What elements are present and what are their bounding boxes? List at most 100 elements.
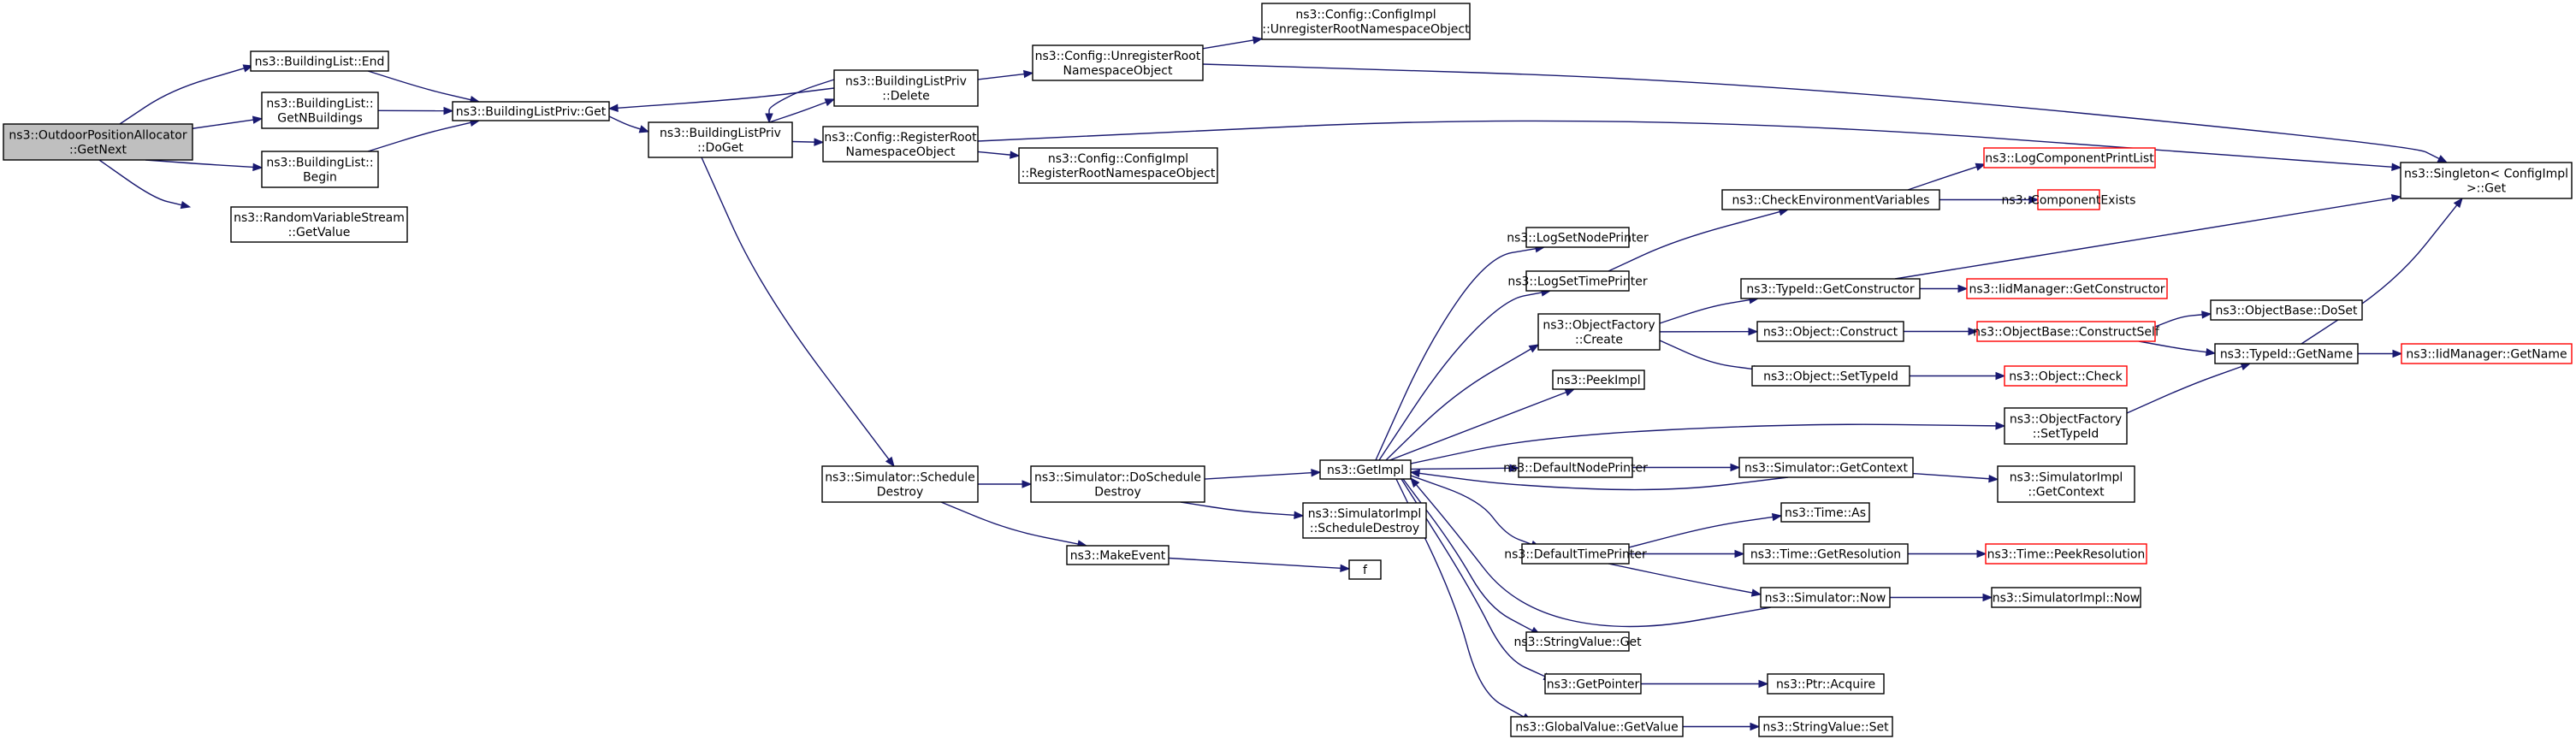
node-singleton-get[interactable]: ns3::Singleton< ConfigImpl>::Get [2400,162,2573,199]
arrowhead-icon [1340,564,1351,573]
call-edge-default_time-to-sim_now [1608,563,1762,597]
node-blp-get[interactable]: ns3::BuildingListPriv::Get [452,101,610,121]
node-box [1758,716,1893,737]
node-sim-getctx[interactable]: ns3::Simulator::GetContext [1738,457,1914,478]
node-gv-getvalue[interactable]: ns3::GlobalValue::GetValue [1510,716,1684,737]
node-obj-check[interactable]: ns3::Object::Check [2004,365,2128,387]
node-box [1966,278,2168,299]
arrowhead-icon [2437,155,2449,163]
node-check-env[interactable]: ns3::CheckEnvironmentVariables [1721,189,1940,210]
call-edge-time_getres-to-time_peekres [1908,549,1987,559]
node-iid-getctor[interactable]: ns3::IidManager::GetConstructor [1966,278,2168,299]
node-time-getres[interactable]: ns3::Time::GetResolution [1743,543,1909,565]
node-sim-sched[interactable]: ns3::Simulator::ScheduleDestroy [821,465,979,503]
node-comp-exists[interactable]: ns3::ComponentExists [2002,189,2136,210]
node-label: ns3::Object::Check [2009,370,2123,384]
arrowhead-icon [443,106,454,115]
node-default-time[interactable]: ns3::DefaultTimePrinter [1504,543,1647,565]
node-typeid-getname[interactable]: ns3::TypeId::GetName [2214,343,2359,364]
node-bl-getn[interactable]: ns3::BuildingList::GetNBuildings [261,92,379,129]
node-simimpl-sched[interactable]: ns3::SimulatorImpl::ScheduleDestroy [1302,502,1427,539]
node-objbase-doset[interactable]: ns3::ObjectBase::DoSet [2210,299,2363,321]
node-logset-node[interactable]: ns3::LogSetNodePrinter [1507,227,1649,248]
call-edge-of_settypeid-to-typeid_getname [2126,363,2252,414]
node-bl-begin[interactable]: ns3::BuildingList::Begin [261,151,379,188]
node-simimpl-getctx[interactable]: ns3::SimulatorImpl::GetContext [1997,465,2135,503]
node-box [1976,321,2156,342]
node-time-as[interactable]: ns3::Time::As [1780,502,1870,523]
edge-line [98,159,182,206]
node-label: ns3::Config::RegisterRoot [824,131,977,145]
edge-line [1608,563,1753,594]
node-simimpl-now[interactable]: ns3::SimulatorImpl::Now [1991,587,2141,608]
call-edge-blp_delete-to-blp_get [607,87,835,112]
node-root[interactable]: ns3::OutdoorPositionAllocator::GetNext [3,123,193,161]
call-edge-check_env-to-comp_exists [1939,195,2040,204]
node-label: ns3::MakeEvent [1070,549,1166,563]
node-box [1985,543,2147,565]
call-edge-check_env-to-logcomp_print [1907,163,1987,191]
call-nodes: ns3::OutdoorPositionAllocator::GetNextns… [3,3,2573,737]
node-label: ns3::ObjectFactory [2010,413,2122,427]
arrowhead-icon [1010,151,1021,159]
node-box [2400,162,2573,199]
edge-line [1375,247,1537,461]
node-time-peekres[interactable]: ns3::Time::PeekResolution [1985,543,2147,565]
node-peekimpl[interactable]: ns3::PeekImpl [1552,370,1645,390]
node-getpointer[interactable]: ns3::GetPointer [1544,673,1642,695]
node-box [1525,631,1630,652]
call-edge-root-to-bl_begin [145,159,264,172]
arrowhead-icon [1975,163,1987,171]
node-strval-get[interactable]: ns3::StringValue::Get [1513,631,1642,652]
node-objbase-cself[interactable]: ns3::ObjectBase::ConstructSelf [1973,321,2160,342]
node-sim-now[interactable]: ns3::Simulator::Now [1760,587,1891,608]
node-cfg-reg[interactable]: ns3::Config::RegisterRootNamespaceObject [822,126,979,163]
node-obj-construct[interactable]: ns3::Object::Construct [1756,321,1904,342]
edge-line [701,157,890,460]
call-edge-cfg_unreg-to-singleton_get [1202,63,2449,163]
edge-line [1907,166,1977,191]
node-box [1018,147,1218,184]
call-edge-getimpl-to-default_node [1410,464,1520,473]
edge-line [791,140,815,143]
node-label: ns3::SimulatorImpl [2010,471,2123,485]
node-logcomp-print[interactable]: ns3::LogComponentPrintList [1983,147,2156,169]
node-box [1525,227,1630,248]
node-bl-end[interactable]: ns3::BuildingList::End [250,50,389,72]
call-edge-bl_begin-to-blp_get [367,118,481,152]
arrowhead-icon [607,103,619,112]
node-cfgimpl-reg[interactable]: ns3::Config::ConfigImpl::RegisterRootNam… [1018,147,1218,184]
node-label: ns3::GetImpl [1327,464,1404,477]
node-blp-delete[interactable]: ns3::BuildingListPriv::Delete [833,69,979,107]
call-edge-bl_end-to-blp_get [367,70,481,104]
node-iid-getname[interactable]: ns3::IidManager::GetName [2401,343,2573,364]
node-box [1780,502,1870,523]
call-edge-obj_construct-to-objbase_cself [1904,327,1979,336]
node-rvs-get[interactable]: ns3::RandomVariableStream::GetValue [230,206,408,243]
node-cfg-unreg[interactable]: ns3::Config::UnregisterRootNamespaceObje… [1032,44,1204,81]
arrowhead-icon [2392,349,2403,358]
node-strval-set[interactable]: ns3::StringValue::Set [1758,716,1893,737]
node-of-create[interactable]: ns3::ObjectFactory::Create [1537,313,1661,351]
node-default-node[interactable]: ns3::DefaultNodePrinter [1503,457,1648,478]
node-obj-settypeid[interactable]: ns3::Object::SetTypeId [1751,365,1910,387]
node-logset-time[interactable]: ns3::LogSetTimePrinter [1507,270,1648,292]
node-makeevent[interactable]: ns3::MakeEvent [1066,545,1170,565]
call-edge-blp_doget-to-cfg_reg [791,138,825,146]
node-label: ns3::LogSetTimePrinter [1507,275,1648,289]
node-typeid-getctor[interactable]: ns3::TypeId::GetConstructor [1740,278,1921,299]
edge-line [145,159,254,169]
node-cfgimpl-unreg[interactable]: ns3::Config::ConfigImpl::UnregisterRootN… [1261,3,1471,40]
node-f[interactable]: f [1348,559,1382,580]
node-ptr-acquire[interactable]: ns3::Ptr::Acquire [1767,673,1885,695]
call-edge-objbase_cself-to-typeid_getname [2138,340,2217,357]
node-of-settypeid[interactable]: ns3::ObjectFactory::SetTypeId [2004,407,2128,445]
node-box [1760,587,1891,608]
call-edge-sim_now-to-getimpl [1410,476,1772,628]
node-getimpl[interactable]: ns3::GetImpl [1319,459,1412,480]
call-edge-blp_doget-to-sim_sched [701,157,895,468]
arrowhead-icon [1771,512,1783,522]
node-blp-doget[interactable]: ns3::BuildingListPriv::DoGet [648,121,793,158]
